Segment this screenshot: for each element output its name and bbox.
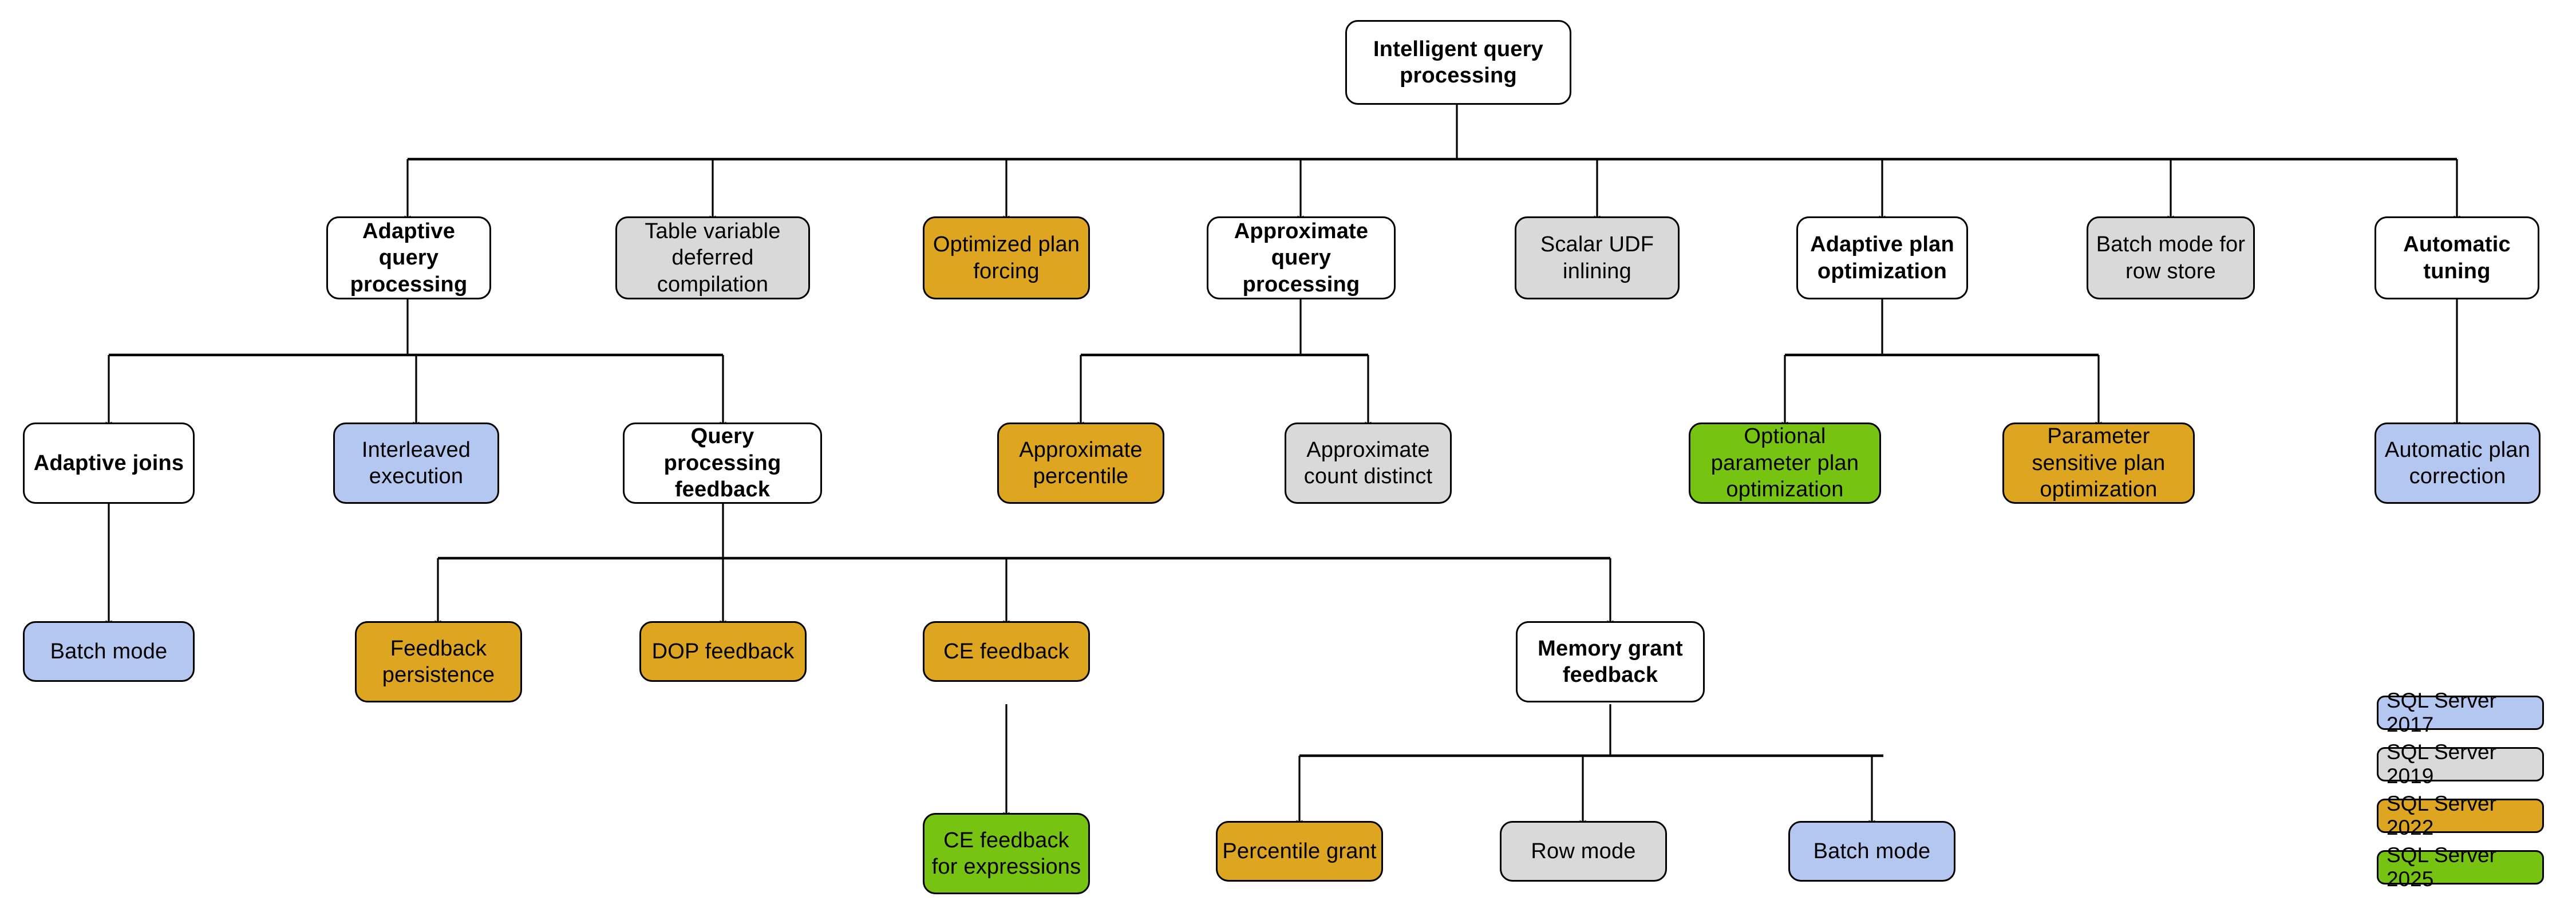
node-label: Batch mode for row store: [2096, 232, 2246, 283]
node-label: Adaptive query processing: [350, 219, 468, 297]
node-optional-parameter-plan-optimization[interactable]: Optional parameter plan optimization: [1689, 423, 1881, 504]
node-label: Parameter sensitive plan optimization: [2032, 424, 2166, 502]
legend-label: SQL Server 2025: [2387, 843, 2496, 891]
node-adaptive-query-processing[interactable]: Adaptive query processing: [326, 216, 491, 299]
legend-item-sql-server-2019[interactable]: SQL Server 2019: [2377, 740, 2544, 788]
node-label: CE feedback: [943, 639, 1069, 664]
node-label: Batch mode: [1813, 839, 1931, 863]
node-label: Batch mode: [50, 639, 168, 664]
node-query-processing-feedback[interactable]: Query processing feedback: [623, 423, 822, 504]
node-label: DOP feedback: [651, 639, 795, 664]
legend-label: SQL Server 2017: [2387, 689, 2496, 736]
node-batch-mode-memory-grant[interactable]: Batch mode: [1788, 821, 1955, 882]
node-label: Interleaved execution: [361, 437, 471, 488]
legend-item-sql-server-2025[interactable]: SQL Server 2025: [2377, 843, 2544, 891]
node-scalar-udf-inlining[interactable]: Scalar UDF inlining: [1515, 216, 1680, 299]
node-label: Adaptive joins: [33, 451, 184, 475]
node-label: Percentile grant: [1222, 839, 1377, 863]
node-intelligent-query-processing[interactable]: Intelligent query processing: [1345, 20, 1571, 105]
node-memory-grant-feedback[interactable]: Memory grant feedback: [1516, 621, 1705, 702]
node-interleaved-execution[interactable]: Interleaved execution: [333, 423, 499, 504]
node-automatic-tuning[interactable]: Automatic tuning: [2374, 216, 2539, 299]
node-adaptive-joins[interactable]: Adaptive joins: [23, 423, 195, 504]
node-label: Scalar UDF inlining: [1540, 232, 1654, 283]
node-label: Approximate query processing: [1234, 219, 1369, 297]
legend-label: SQL Server 2022: [2387, 792, 2496, 839]
node-label: Approximate percentile: [1019, 437, 1143, 488]
node-label: Feedback persistence: [382, 636, 495, 687]
legend-item-sql-server-2022[interactable]: SQL Server 2022: [2377, 792, 2544, 839]
node-label: Query processing feedback: [663, 424, 781, 502]
node-label: Table variable deferred compilation: [645, 219, 781, 297]
node-label: Memory grant feedback: [1538, 636, 1683, 687]
node-percentile-grant[interactable]: Percentile grant: [1216, 821, 1383, 882]
node-batch-mode-adaptive-joins[interactable]: Batch mode: [23, 621, 195, 682]
node-label: Intelligent query processing: [1373, 37, 1543, 88]
node-approximate-query-processing[interactable]: Approximate query processing: [1207, 216, 1396, 299]
node-label: Optimized plan forcing: [933, 232, 1080, 283]
node-dop-feedback[interactable]: DOP feedback: [639, 621, 807, 682]
node-batch-mode-for-row-store[interactable]: Batch mode for row store: [2087, 216, 2255, 299]
node-approximate-count-distinct[interactable]: Approximate count distinct: [1285, 423, 1452, 504]
node-adaptive-plan-optimization[interactable]: Adaptive plan optimization: [1796, 216, 1968, 299]
node-label: Optional parameter plan optimization: [1710, 424, 1859, 502]
node-label: Automatic plan correction: [2384, 437, 2531, 488]
legend-label: SQL Server 2019: [2387, 740, 2496, 788]
node-label: Approximate count distinct: [1303, 437, 1433, 488]
node-automatic-plan-correction[interactable]: Automatic plan correction: [2374, 423, 2541, 504]
node-label: Adaptive plan optimization: [1810, 232, 1954, 283]
node-row-mode[interactable]: Row mode: [1500, 821, 1667, 882]
node-label: Automatic tuning: [2403, 232, 2511, 283]
node-label: CE feedback for expressions: [931, 828, 1081, 879]
node-parameter-sensitive-plan-optimization[interactable]: Parameter sensitive plan optimization: [2002, 423, 2195, 504]
node-optimized-plan-forcing[interactable]: Optimized plan forcing: [923, 216, 1090, 299]
node-table-variable-deferred-compilation[interactable]: Table variable deferred compilation: [615, 216, 810, 299]
legend-item-sql-server-2017[interactable]: SQL Server 2017: [2377, 689, 2544, 736]
node-label: Row mode: [1531, 839, 1636, 863]
node-ce-feedback[interactable]: CE feedback: [923, 621, 1090, 682]
node-feedback-persistence[interactable]: Feedback persistence: [355, 621, 522, 702]
node-ce-feedback-for-expressions[interactable]: CE feedback for expressions: [923, 813, 1090, 894]
node-approximate-percentile[interactable]: Approximate percentile: [997, 423, 1164, 504]
